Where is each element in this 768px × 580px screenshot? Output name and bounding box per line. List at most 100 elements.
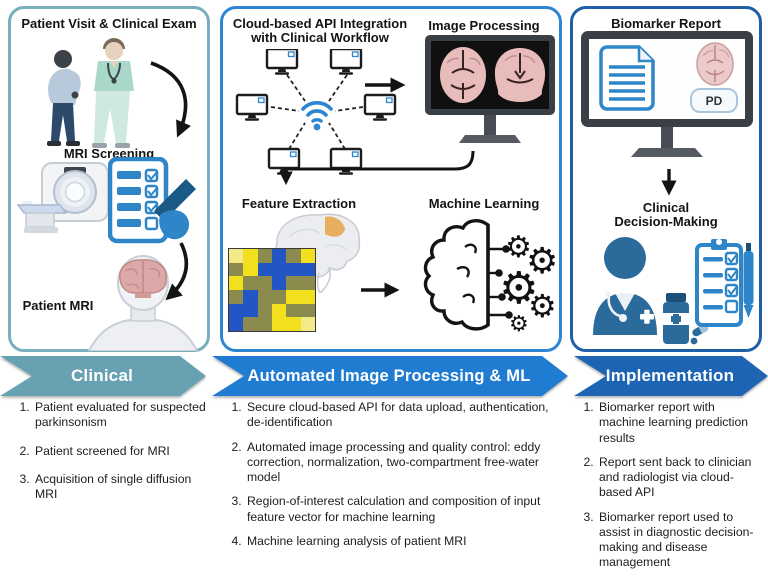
heatmap-cell [271,249,287,263]
patient-figure [47,50,81,146]
heatmap-cell [271,303,287,318]
heatmap-cell [286,249,301,263]
gear-icon: ⚙ [509,312,529,337]
feature-extraction-label: Feature Extraction [241,196,357,211]
pill-bottle-icon [663,293,709,345]
cloud-api-title: Cloud-based API Integration with Clinica… [232,16,408,45]
brain-gears-icon: ⚙ ⚙ ⚙ ⚙ ⚙ [423,219,558,337]
workstation-monitor-icon [363,93,397,123]
heatmap-cell [286,317,301,331]
clinical-panel: Patient Visit & Clinical Exam MRI Screen… [8,6,210,352]
heatmap-cell [257,317,272,331]
report-panel: Biomarker Report PD Clini [570,6,762,352]
heatmap-cell [257,290,272,304]
heatmap-cell [257,262,272,277]
clipboard-icon [695,239,743,327]
heatmap-cell [300,262,315,277]
pen-hand-icon [154,179,196,240]
heatmap-cell [271,317,287,331]
wifi-icon [301,101,333,131]
step-item: Patient screened for MRI [33,444,208,459]
report-monitor-icon: PD [581,31,753,157]
heatmap-cell [300,303,315,318]
step-item: Biomarker report with machine learning p… [597,400,764,446]
clinical-panel-title: Patient Visit & Clinical Exam [21,16,197,31]
banner-implementation-label: Implementation [605,366,735,385]
gear-icon: ⚙ [505,230,532,265]
workstation-monitor-icon [265,49,299,77]
heatmap-cell [300,276,315,290]
heatmap-cell [243,317,258,331]
heatmap-cell [229,317,244,331]
heatmap-cell [300,290,315,304]
heatmap-cell [271,276,287,290]
heatmap-cell [257,303,272,318]
heatmap-cell [300,249,315,263]
heatmap-cell [229,262,244,277]
patient-clinician-illustration [47,38,134,148]
document-icon [599,45,655,111]
steps-clinical: Patient evaluated for suspected parkinso… [12,400,208,515]
heatmap-cell [243,290,258,304]
clinical-decision-title: Clinical Decision-Making [614,200,718,229]
pd-badge: PD [690,88,738,113]
banner-implementation: Implementation [574,356,768,396]
svg-text:PD: PD [706,94,723,108]
heatmap-cell [286,303,301,318]
heatmap-cell [243,276,258,290]
brain-icon [119,259,167,298]
step-item: Patient evaluated for suspected parkinso… [33,400,208,431]
brain-axial-report-icon [696,42,734,86]
feature-heatmap [228,248,316,332]
heatmap-cell [243,249,258,263]
image-processing-label: Image Processing [428,18,540,33]
decision-making-illustration [593,237,754,345]
banner-processing: Automated Image Processing & ML [212,356,568,396]
heatmap-cell [229,249,244,263]
gear-icon: ⚙ [528,287,557,325]
roi-orange-region [325,216,345,237]
half-brain-outline [423,219,490,331]
heatmap-cell [243,262,258,277]
heatmap-cell [271,262,287,277]
doctor-icon [593,237,657,335]
heatmap-cell [257,249,272,263]
banner-clinical: Clinical [0,356,206,396]
step-item: Secure cloud-based API for data upload, … [245,400,562,431]
axial-brain-scan [440,47,486,103]
heatmap-cell [229,290,244,304]
clinician-figure [92,38,134,148]
heatmap-cell [286,262,301,277]
heatmap-cell [271,290,287,304]
workstation-monitor-icon [267,147,301,177]
steps-implementation: Biomarker report with machine learning p… [576,400,764,580]
heatmap-cell [257,276,272,290]
steps-processing: Secure cloud-based API for data upload, … [224,400,562,558]
step-item: Automated image processing and quality c… [245,440,562,486]
gear-icon: ⚙ [526,241,558,282]
workstation-monitor-icon [235,93,269,123]
step-item: Machine learning analysis of patient MRI [245,534,562,549]
workstation-monitor-icon [329,147,363,177]
step-item: Region-of-interest calculation and compo… [245,494,562,525]
mri-scanner-icon [16,162,109,233]
patient-mri-label: Patient MRI [22,298,94,313]
heatmap-cell [300,317,315,331]
heatmap-cell [243,303,258,318]
workstation-monitor-icon [329,49,363,77]
processing-panel: Cloud-based API Integration with Clinica… [220,6,562,352]
checklist-icon [108,157,196,244]
heatmap-cell [229,276,244,290]
heatmap-cell [229,303,244,318]
coronal-brain-scan [494,48,546,102]
brain-scan-monitor-icon [425,35,555,143]
patient-head-brain-icon [87,255,199,351]
step-item: Biomarker report used to assist in diagn… [597,510,764,571]
heatmap-cell [286,290,301,304]
machine-learning-label: Machine Learning [428,196,540,211]
gear-icon: ⚙ [499,263,538,314]
network-cloud-api-icon [235,49,397,177]
banner-processing-label: Automated Image Processing & ML [247,366,531,385]
step-item: Acquisition of single diffusion MRI [33,472,208,503]
pen-icon [743,243,754,318]
